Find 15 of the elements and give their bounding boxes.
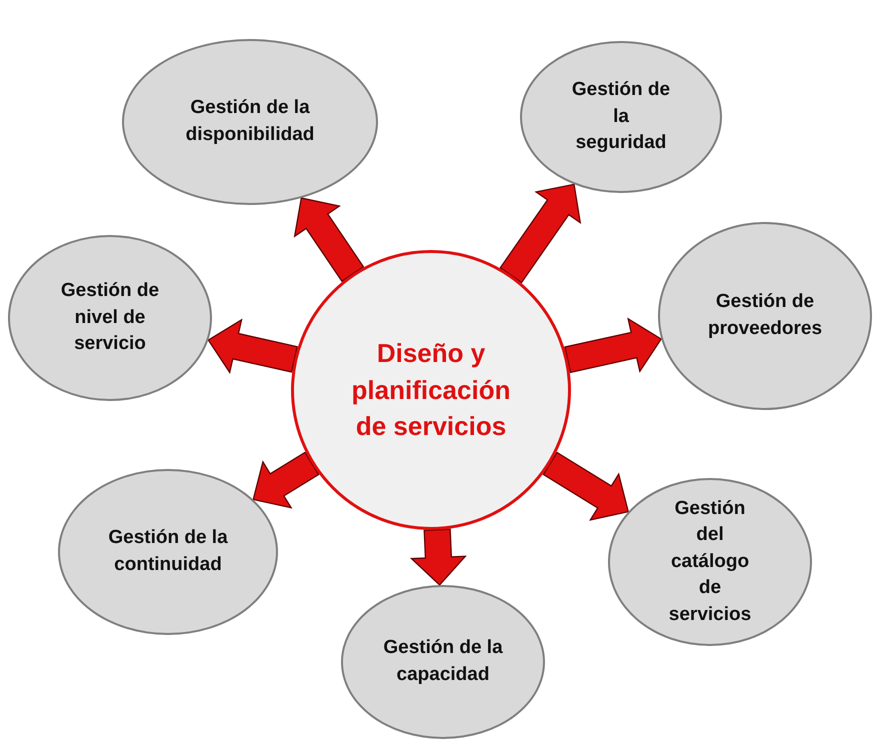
block-arrow [294,197,364,282]
node-label: Gestión de nivel de servicio [60,279,160,356]
node-label: Gestión del catálogo de servicios [668,496,752,627]
block-arrow [410,528,467,586]
block-arrow [207,318,298,374]
block-arrow [252,452,320,509]
node-label: Gestión de la continuidad [107,526,229,577]
node-label: Gestión de la capacidad [383,636,503,687]
block-arrow [542,452,630,521]
title-text: Diseño y planificación de servicios [350,337,512,444]
node-label: Gestión de proveedores [706,290,824,341]
block-arrow [564,317,662,374]
node-label: Gestión de la seguridad [571,78,671,156]
node-label: Gestión de la disponibilidad [184,96,316,147]
block-arrow [499,184,582,284]
